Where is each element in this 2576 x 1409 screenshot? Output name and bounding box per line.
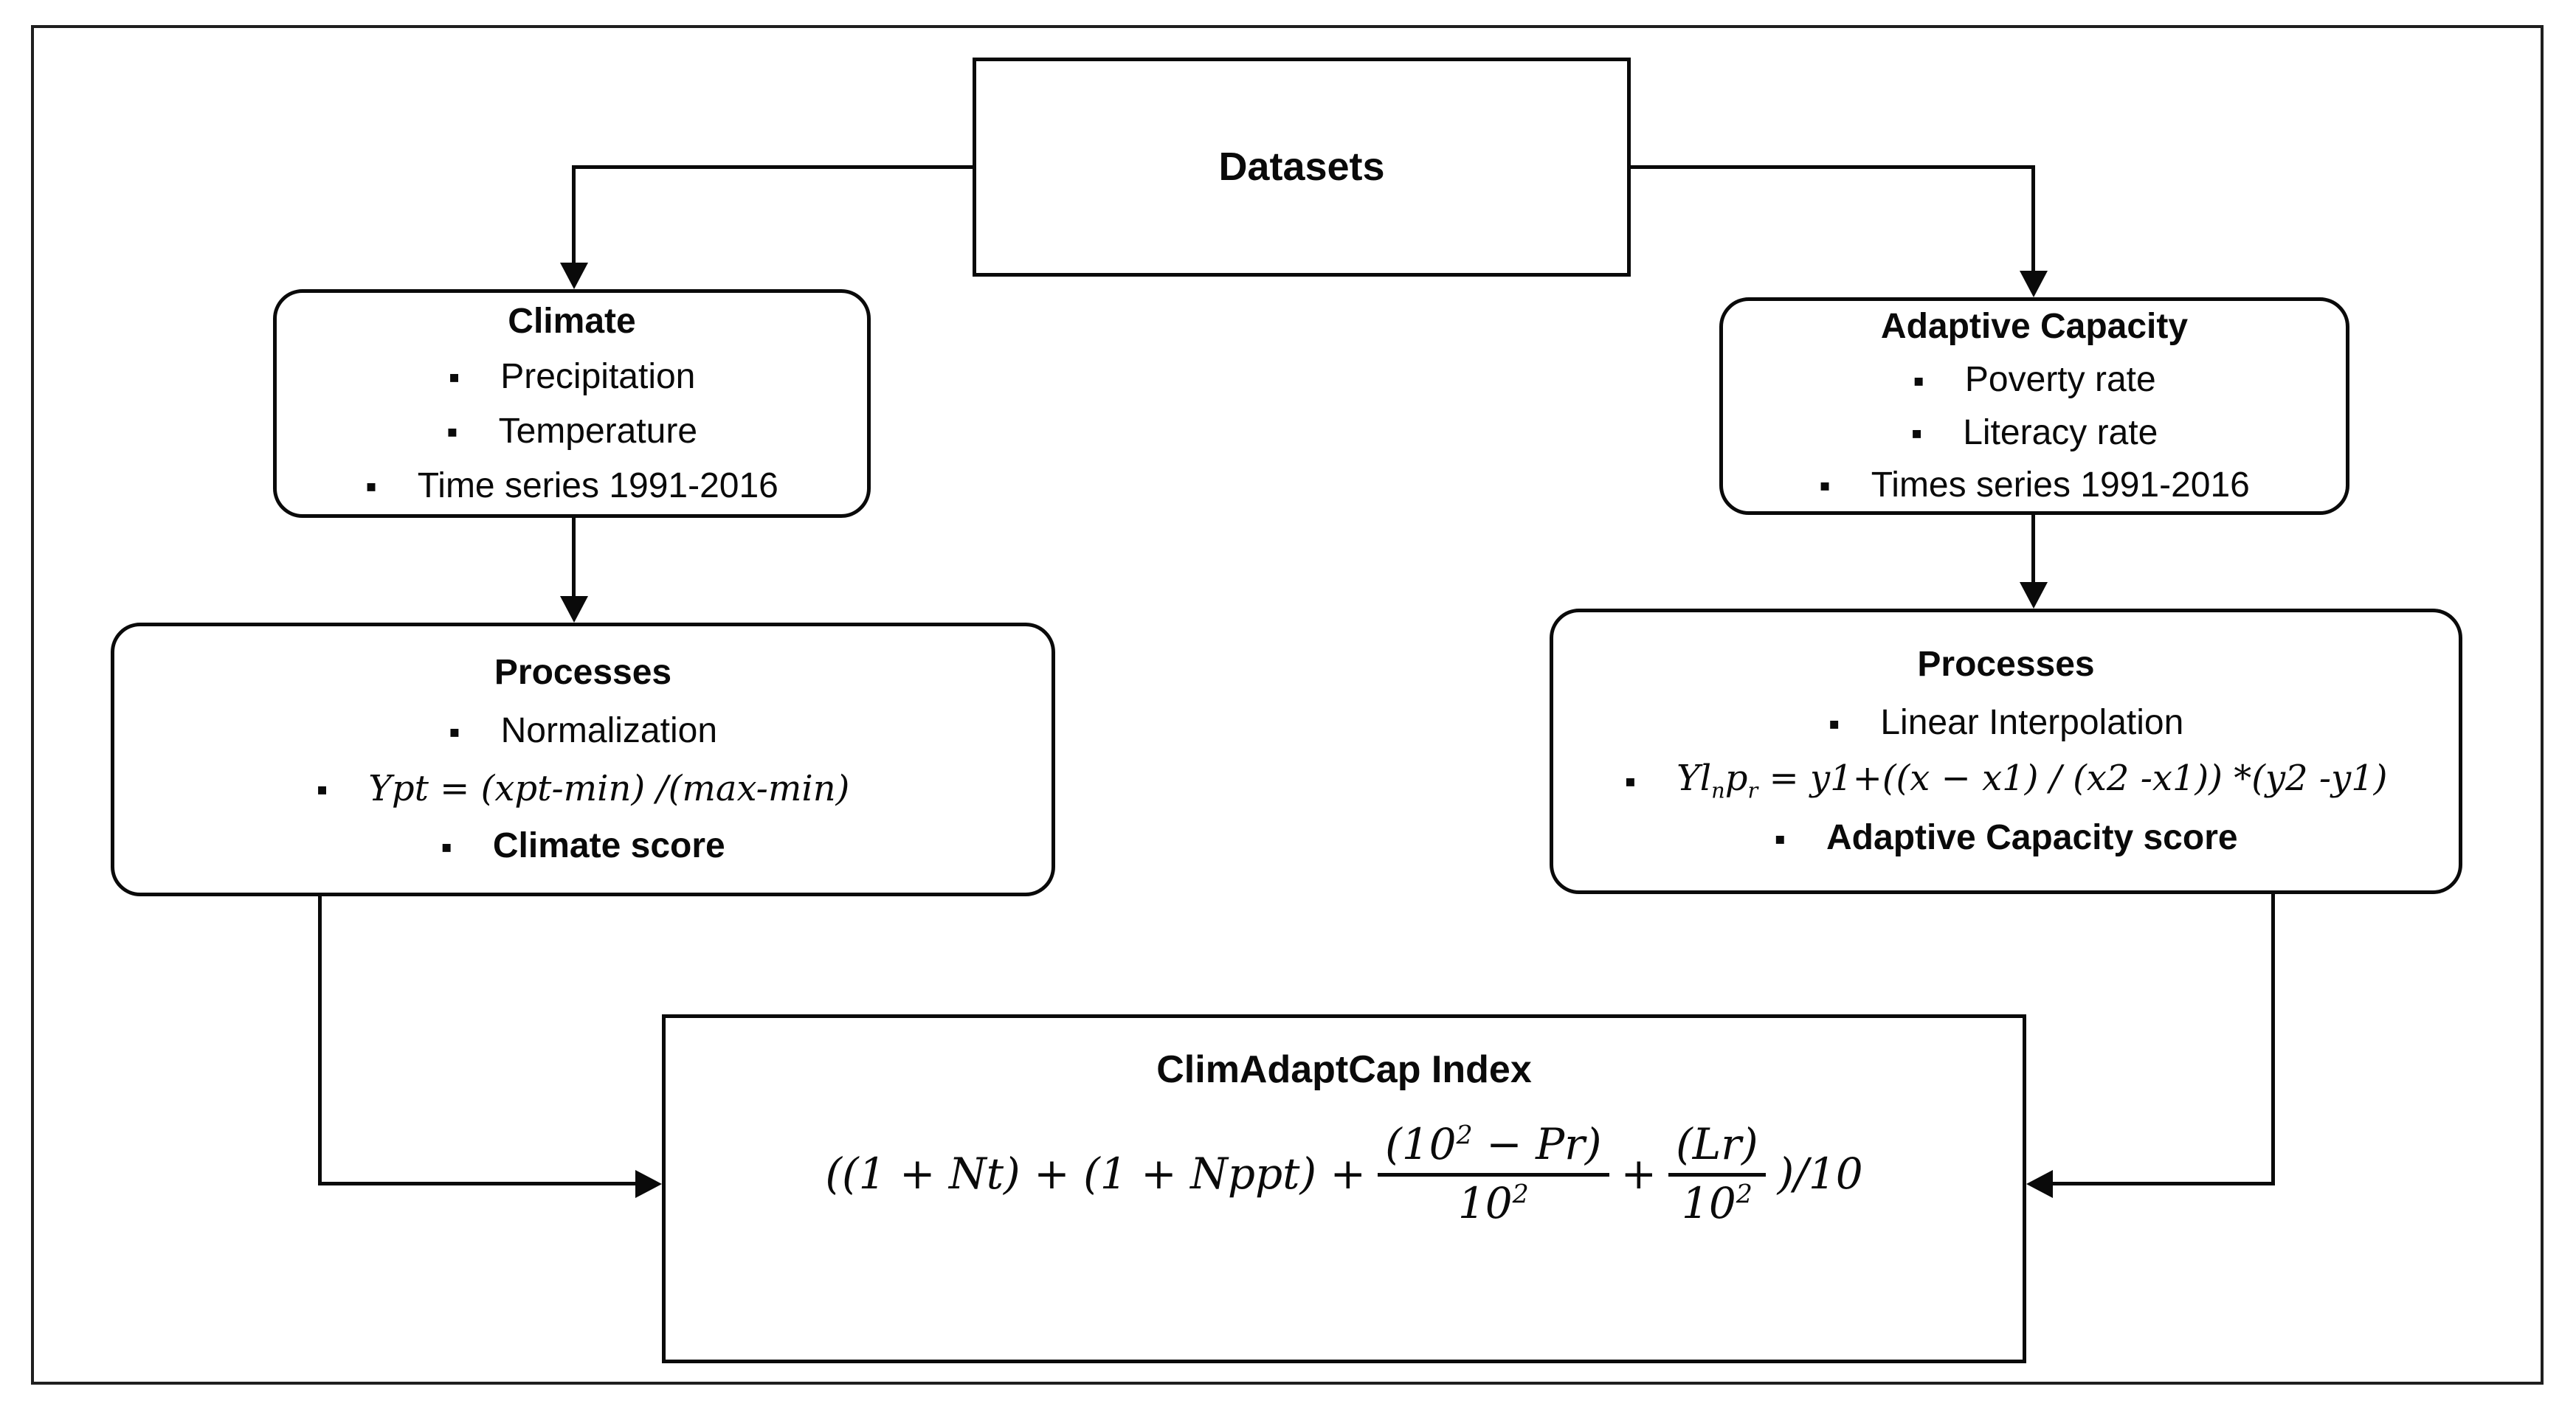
capacity-processes-title: Processes <box>1917 645 2095 685</box>
capacity-processes-formula-row: ▪ Ylnpr = y1+((x − x1) / (x2 -x1)) *(y2 … <box>1624 757 2388 803</box>
climate-item: ▪ Precipitation <box>448 356 696 396</box>
arrowhead-down-icon <box>2020 582 2048 609</box>
datasets-title: Datasets <box>1218 144 1385 189</box>
climadaptcap-index-box: ClimAdaptCap Index ((1 + Nt) + (1 + Nppt… <box>662 1014 2026 1363</box>
climate-title: Climate <box>508 301 636 341</box>
fraction-numerator: (102 − Pr) <box>1378 1121 1609 1177</box>
frac1-num-exponent: 2 <box>1456 1121 1473 1151</box>
arrowhead-down-icon <box>560 263 588 289</box>
adaptive-capacity-item: ▪ Poverty rate <box>1913 360 2156 400</box>
formula-base: Yl <box>1677 757 1712 799</box>
arrowhead-right-icon <box>635 1170 662 1198</box>
formula-plus: + <box>1620 1148 1657 1199</box>
fraction-denominator: 102 <box>1458 1177 1529 1226</box>
adaptive-capacity-box: Adaptive Capacity ▪ Poverty rate ▪ Liter… <box>1719 297 2349 515</box>
climate-processes-box: Processes ▪ Normalization ▪ Ypt = (xpt-m… <box>111 623 1055 896</box>
adaptive-capacity-item-label: Poverty rate <box>1964 360 2156 400</box>
climadaptcap-index-formula: ((1 + Nt) + (1 + Nppt) + (102 − Pr) 102 … <box>825 1121 1862 1226</box>
arrowhead-left-icon <box>2026 1170 2053 1198</box>
formula-mid: p <box>1724 757 1748 799</box>
frac1-den-base: 10 <box>1457 1178 1513 1229</box>
capacity-processes-item: ▪ Linear Interpolation <box>1828 703 2184 742</box>
adaptive-capacity-item-label: Literacy rate <box>1963 412 2158 452</box>
frac1-den-exponent: 2 <box>1512 1180 1529 1210</box>
climate-processes-item: ▪ Normalization <box>448 711 718 750</box>
linear-interpolation-formula: Ylnpr = y1+((x − x1) / (x2 -x1)) *(y2 -y… <box>1677 758 2387 803</box>
line-segment <box>572 518 576 598</box>
climate-box: Climate ▪ Precipitation ▪ Temperature ▪ … <box>273 289 871 518</box>
capacity-score-label: Adaptive Capacity score <box>1826 818 2238 857</box>
climate-item: ▪ Temperature <box>446 411 698 451</box>
climadaptcap-index-title: ClimAdaptCap Index <box>1156 1048 1532 1091</box>
line-segment <box>2031 515 2035 584</box>
frac1-num-close: − Pr) <box>1472 1119 1602 1170</box>
formula-subscript: r <box>1747 778 1758 803</box>
adaptive-capacity-title: Adaptive Capacity <box>1880 307 2189 347</box>
arrowhead-down-icon <box>560 596 588 623</box>
frac1-num-open: (10 <box>1385 1119 1457 1170</box>
formula-subscript: n <box>1711 778 1725 803</box>
line-segment <box>1631 165 2035 169</box>
formula-tail: )/10 <box>1777 1148 1863 1199</box>
adaptive-capacity-item-label: Times series 1991-2016 <box>1871 465 2250 505</box>
frac2-den-exponent: 2 <box>1736 1180 1753 1210</box>
fraction-denominator: 102 <box>1682 1177 1753 1226</box>
arrowhead-down-icon <box>2020 271 2048 297</box>
line-segment <box>572 165 576 264</box>
datasets-box: Datasets <box>973 58 1631 277</box>
climate-item-label: Temperature <box>498 411 698 451</box>
climate-processes-title: Processes <box>494 653 672 693</box>
formula-lead: ((1 + Nt) + (1 + Nppt) + <box>825 1148 1367 1199</box>
fraction-numerator: (Lr) <box>1668 1121 1766 1177</box>
adaptive-capacity-item: ▪ Literacy rate <box>1910 412 2158 452</box>
normalization-formula: Ypt = (xpt-min) /(max-min) <box>368 767 850 809</box>
linear-interpolation-label: Linear Interpolation <box>1880 703 2184 742</box>
climate-processes-formula-row: ▪ Ypt = (xpt-min) /(max-min) <box>316 767 850 809</box>
outer-border <box>31 25 2544 1385</box>
climate-item-label: Precipitation <box>500 356 696 396</box>
climate-score-row: ▪ Climate score <box>441 826 725 865</box>
adaptive-capacity-item: ▪ Times series 1991-2016 <box>1819 465 2250 505</box>
normalization-label: Normalization <box>500 711 718 750</box>
line-segment <box>318 896 322 1185</box>
line-segment <box>572 165 973 169</box>
climate-item: ▪ Time series 1991-2016 <box>365 465 778 505</box>
climate-score-label: Climate score <box>492 826 725 865</box>
frac2-den-base: 10 <box>1681 1178 1736 1229</box>
line-segment <box>2271 893 2275 1185</box>
fraction-poverty: (102 − Pr) 102 <box>1378 1121 1609 1226</box>
fraction-literacy: (Lr) 102 <box>1668 1121 1766 1226</box>
formula-rest: = y1+((x − x1) / (x2 -x1)) *(y2 -y1) <box>1758 757 2388 799</box>
line-segment <box>2053 1182 2275 1185</box>
line-segment <box>318 1182 635 1185</box>
climate-item-label: Time series 1991-2016 <box>417 465 778 505</box>
capacity-score-row: ▪ Adaptive Capacity score <box>1774 818 2238 857</box>
capacity-processes-box: Processes ▪ Linear Interpolation ▪ Ylnpr… <box>1550 609 2462 894</box>
line-segment <box>2031 165 2035 272</box>
